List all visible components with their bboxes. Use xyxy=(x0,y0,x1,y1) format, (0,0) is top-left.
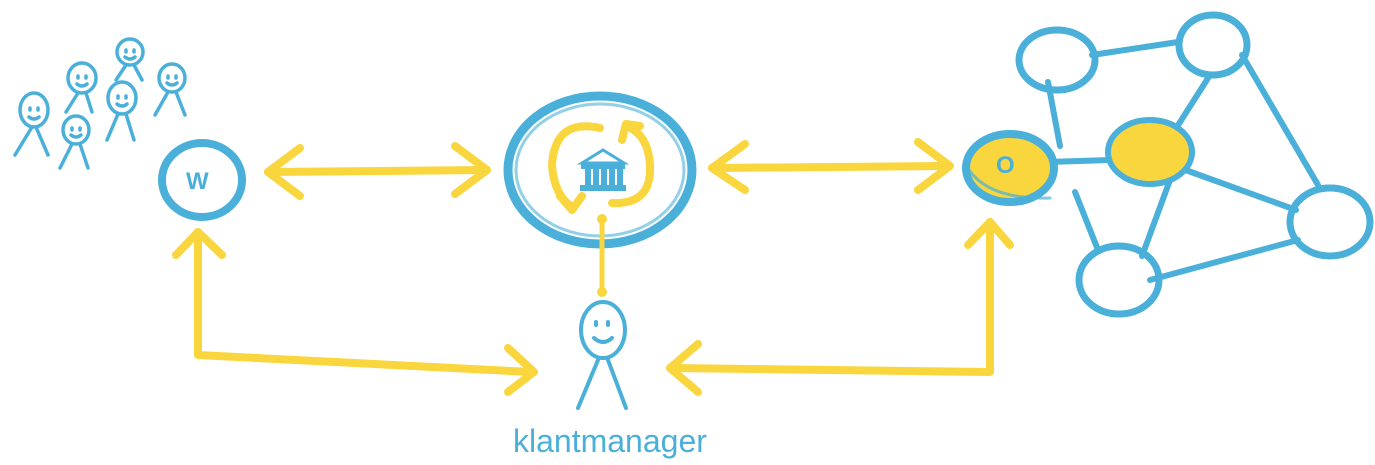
person-figure-icon xyxy=(153,62,187,117)
werkgever-node-circle xyxy=(158,139,246,221)
network-node xyxy=(1075,242,1163,318)
person-figure-icon xyxy=(13,91,50,157)
arrow-w-klantmanager xyxy=(172,228,538,396)
klantmanager-label: klantmanager xyxy=(513,423,707,459)
people-group-icon xyxy=(13,37,187,170)
bank-building-icon xyxy=(576,148,630,191)
network-graph xyxy=(962,11,1374,318)
network-node-highlight xyxy=(1105,117,1195,187)
arrow-w-center xyxy=(264,142,491,200)
person-figure-icon xyxy=(114,37,145,82)
person-figure-icon xyxy=(58,114,91,170)
network-edges xyxy=(1045,39,1321,283)
person-figure-icon xyxy=(105,80,138,142)
arrow-o-klantmanager xyxy=(666,218,1014,396)
network-node xyxy=(1286,184,1374,260)
center-klantmanager-connector xyxy=(597,214,607,297)
arrow-center-o xyxy=(708,138,954,194)
network-node xyxy=(1015,26,1099,94)
network-node xyxy=(1175,11,1251,79)
werkgever-node-label: W xyxy=(186,168,209,195)
person-figure-icon xyxy=(64,61,98,114)
organisatie-node-label: O xyxy=(996,152,1015,179)
klantmanager-person-icon xyxy=(576,300,628,410)
cycle-arrows-icon xyxy=(548,120,655,214)
